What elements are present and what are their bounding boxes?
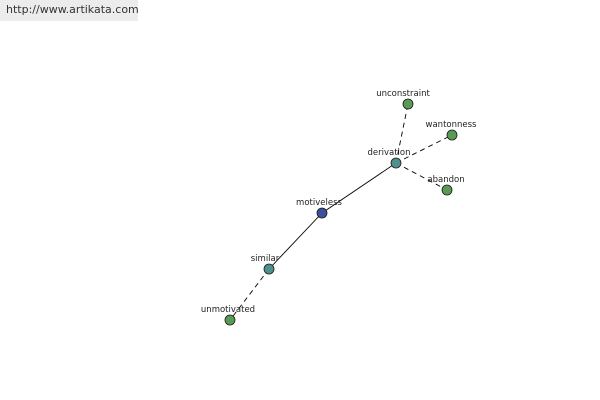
edge-derivation-unconstraint [395, 103, 409, 164]
edge-motiveless-derivation [321, 162, 397, 214]
node-abandon[interactable]: abandon [427, 175, 465, 196]
edges-layer [229, 103, 453, 321]
node-wantonness[interactable]: wantonness [426, 120, 478, 141]
node-label-wantonness: wantonness [426, 120, 478, 130]
edge-derivation-abandon [395, 162, 448, 191]
node-circle-similar[interactable] [263, 263, 275, 275]
node-circle-wantonness[interactable] [446, 129, 458, 141]
node-circle-motiveless[interactable] [316, 207, 328, 219]
node-unmotivated[interactable]: unmotivated [201, 305, 255, 326]
node-similar[interactable]: similar [251, 254, 280, 275]
node-label-motiveless: motiveless [296, 198, 342, 208]
node-label-similar: similar [251, 254, 280, 264]
node-label-unconstraint: unconstraint [376, 89, 430, 99]
node-circle-abandon[interactable] [441, 184, 453, 196]
edge-motiveless-similar [268, 212, 323, 270]
node-motiveless[interactable]: motiveless [296, 198, 343, 219]
node-derivation[interactable]: derivation [367, 148, 411, 169]
nodes-layer: motiveless derivation similar unconstraint w… [201, 89, 478, 326]
edge-derivation-wantonness [395, 134, 453, 164]
source-url-label: http://www.artikata.com [0, 0, 139, 21]
node-label-unmotivated: unmotivated [201, 305, 255, 315]
node-circle-unmotivated[interactable] [224, 314, 236, 326]
edge-similar-unmotivated [229, 268, 270, 321]
node-unconstraint[interactable]: unconstraint [376, 89, 430, 110]
node-circle-unconstraint[interactable] [402, 98, 414, 110]
node-label-abandon: abandon [427, 175, 464, 185]
node-circle-derivation[interactable] [390, 157, 402, 169]
node-label-derivation: derivation [367, 148, 410, 158]
